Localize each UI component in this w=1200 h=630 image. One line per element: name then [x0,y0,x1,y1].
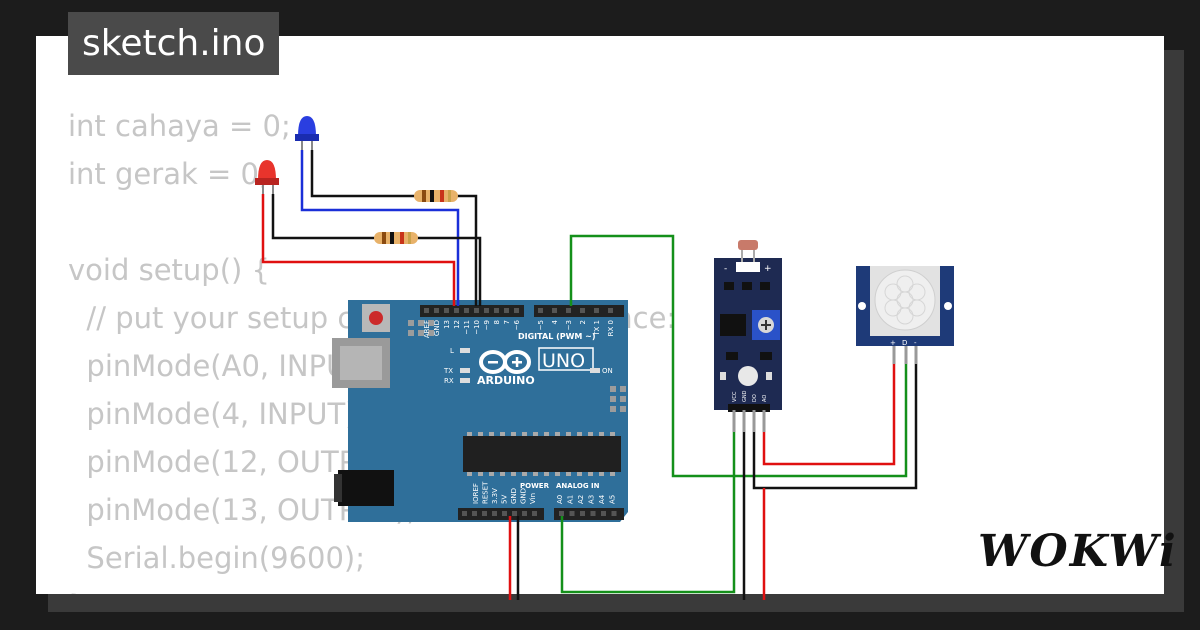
digital-pin-label: GND [433,320,441,336]
digital-pin-label: ~10 [473,320,481,335]
power-pin-label: IOREF [472,483,480,504]
power-pin-label: 3.3V [491,488,499,504]
power-pin-label: RESET [482,481,490,504]
sensor-wires [508,234,918,600]
photoresistor [738,240,758,250]
on-label: ON [602,367,613,375]
analog-pin-label: A0 [556,495,564,504]
analog-pin-label: A2 [577,495,585,504]
ldr-minus-label: - [724,264,727,274]
wokwi-logo: WOKWi [978,526,1178,577]
power-jack [338,470,394,506]
code-line: int cahaya = 0; [68,109,291,143]
code-line: void setup() { [68,253,270,287]
analog-pin-label: A1 [567,495,575,504]
board-model: UNO [542,350,585,372]
code-line: int gerak = 0; [68,157,269,191]
digital-pin-label: ~11 [463,320,471,335]
digital-pin-label: 12 [453,320,461,329]
digital-pin-label: 13 [443,320,451,329]
ldr-pin-label: GND [742,390,748,402]
arduino-logo [479,350,531,374]
digital-pin-label: 8 [493,320,501,324]
digital-pin-label: ~5 [537,320,545,330]
digital-header-label: DIGITAL (PWM ~) [518,332,596,341]
pir-sensor-module[interactable]: + D - [856,266,954,364]
digital-pin-label: ~6 [513,319,521,330]
pir-minus-label: - [914,339,917,347]
analog-pin-label: A3 [588,495,596,504]
digital-pin-label: TX 1 [593,320,601,337]
ldr-pin-label: DO [752,394,758,402]
digital-pin-label: 7 [503,320,511,324]
analog-pin-label: A5 [609,495,617,504]
led-blue[interactable] [295,116,319,152]
code-line: } [68,582,676,594]
code-line: Serial.begin(9600); [68,541,366,575]
ldr-sensor-module[interactable]: - + VCC GND DO AO [714,240,782,432]
power-pin-label: Vin [529,493,537,504]
rx-label: RX [444,377,454,385]
power-pin-label: 5V [501,495,509,504]
power-header-label: POWER [520,482,550,490]
power-pin-label: GND [520,488,528,504]
digital-pin-label: 4 [551,319,559,324]
analog-pin-label: A4 [598,494,606,504]
comparator-chip [720,314,746,336]
tx-label: TX [443,367,453,375]
atmega-chip [463,436,621,472]
l-label: L [450,347,454,355]
pir-plus-label: + [890,339,896,347]
power-header [458,508,544,520]
led-wires [261,150,482,306]
power-pin-label: GND [510,488,518,504]
led-red[interactable] [255,160,279,196]
resistor-2 [374,232,418,244]
analog-header-label: ANALOG IN [556,482,600,490]
board-brand: ARDUINO [477,374,535,387]
digital-pin-label: AREF [423,320,431,338]
ldr-pin-label: AO [762,395,768,402]
ldr-pin-label: VCC [732,391,738,402]
digital-pin-label: RX 0 [607,320,615,336]
digital-pin-label: 2 [579,320,587,324]
digital-pin-label: ~9 [483,320,491,330]
file-title: sketch.ino [68,12,280,75]
digital-pin-label: ~3 [565,320,573,330]
pir-d-label: D [902,339,907,347]
ldr-plus-label: + [764,264,772,274]
resistor-1 [414,190,458,202]
